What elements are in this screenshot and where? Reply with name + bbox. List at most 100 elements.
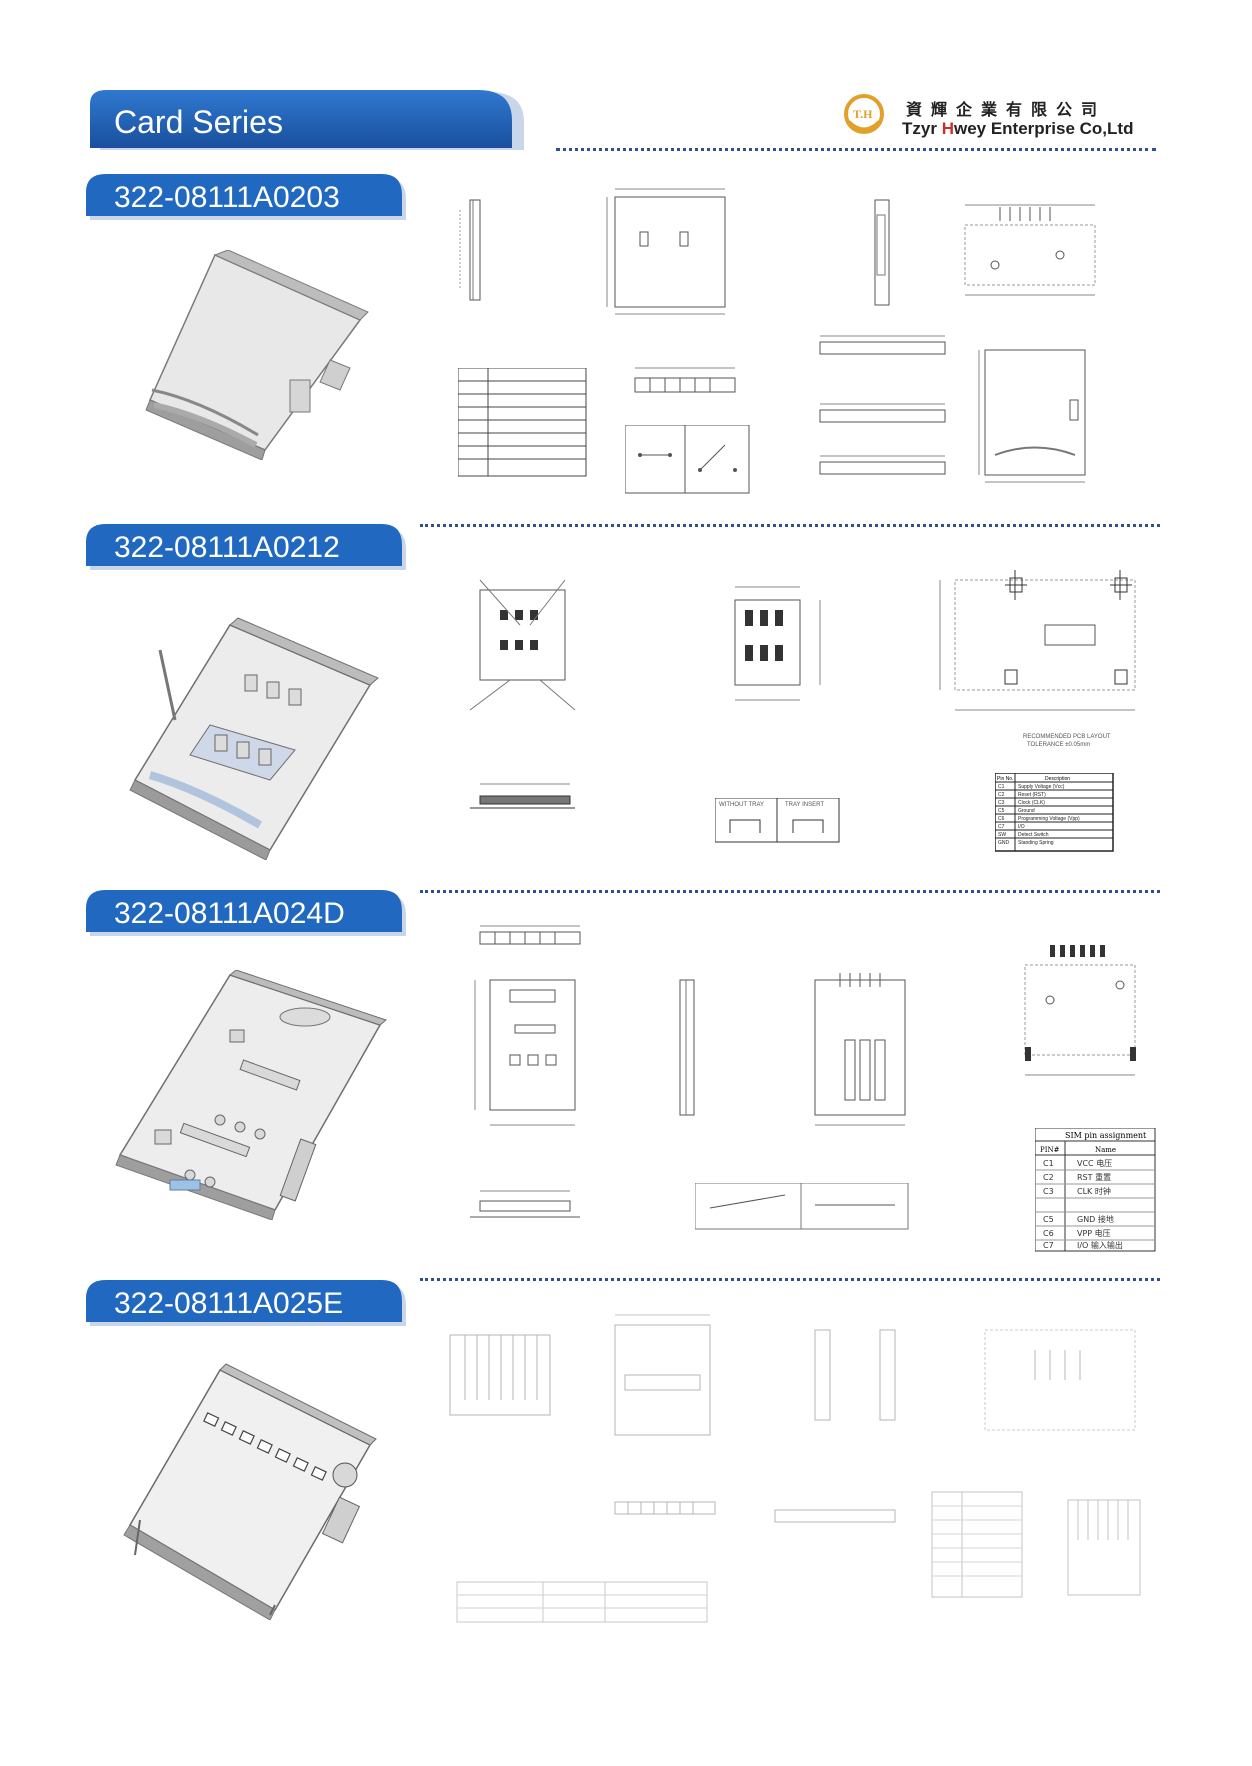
drawing-faint-side — [814, 1329, 896, 1421]
sim-cell: I/O 输入输出 — [1077, 1240, 1123, 1250]
pcb-layout-label: RECOMMENDED PCB LAYOUT — [1023, 734, 1111, 740]
sim-cell: C7 — [1043, 1241, 1054, 1250]
product-render-4 — [123, 1363, 377, 1620]
company-name-highlight: H — [941, 119, 954, 138]
part-number: 322-08111A0203 — [114, 181, 340, 214]
pin-cell: I/O — [1018, 824, 1025, 830]
pin-cell: SW — [998, 832, 1006, 838]
pin-table-header: Description — [1045, 776, 1070, 782]
pin-cell: GND — [998, 840, 1010, 846]
sim-cell: C1 — [1043, 1159, 1054, 1168]
logo-mark-icon: T.H — [844, 94, 884, 134]
drawing-switch-state — [695, 1183, 909, 1230]
drawing-faint-card — [1067, 1499, 1141, 1596]
sim-cell: C2 — [1043, 1173, 1054, 1182]
drawing-side-rail — [679, 979, 695, 1116]
drawing-faint-bottom-table — [456, 1581, 708, 1623]
drawing-top-strip — [479, 925, 581, 945]
pin-cell: C2 — [998, 792, 1005, 798]
section-divider — [420, 1278, 1160, 1281]
sim-table-header: PIN# — [1040, 1146, 1060, 1154]
pin-cell: C6 — [998, 816, 1005, 822]
pill-shape — [86, 890, 406, 936]
pin-cell: Ground — [1018, 808, 1035, 814]
pin-assignment-table: Pin No. Description C1 Supply Voltage (Vc… — [995, 773, 1114, 852]
svg-text:T.H: T.H — [853, 107, 873, 121]
sim-table-header: Name — [1095, 1146, 1116, 1154]
pin-cell: Reset (RST) — [1018, 792, 1046, 798]
drawing-contact-view — [469, 579, 576, 711]
pin-cell: C1 — [998, 784, 1005, 790]
sim-cell: GND 接地 — [1077, 1214, 1114, 1224]
drawing-side-view-2 — [470, 783, 575, 809]
section-3-pill: 322-08111A024D — [86, 890, 406, 936]
sim-cell: C3 — [1043, 1187, 1054, 1196]
pin-table-header: Pin No. — [997, 776, 1013, 782]
part-number: 322-08111A025E — [114, 1287, 344, 1320]
drawing-faint-pcb — [984, 1329, 1136, 1431]
pin-cell: C7 — [998, 824, 1005, 830]
page-title: Card Series — [114, 104, 283, 140]
drawing-faint-front — [449, 1334, 551, 1416]
pin-cell: Standing Spring — [1018, 840, 1054, 846]
tolerance-label: TOLERANCE ±0.05mm — [1027, 742, 1090, 748]
banner-shape — [90, 90, 524, 150]
title-banner: Card Series — [90, 90, 525, 150]
drawing-tray-view — [734, 586, 821, 701]
part-number: 322-08111A0212 — [114, 531, 340, 564]
drawing-faint-top — [614, 1314, 711, 1436]
company-logo: T.H 資輝企業有限公司 Tzyr Hwey Enterprise Co,Ltd — [840, 92, 1160, 144]
drawing-end-view — [874, 199, 890, 306]
drawing-card-inserted — [978, 349, 1086, 483]
sim-cell: VCC 电压 — [1077, 1158, 1112, 1168]
drawing-side-profiles — [819, 335, 946, 475]
tray-insert-label: TRAY INSERT — [785, 802, 824, 808]
drawing-faint-profile — [774, 1509, 896, 1523]
section-1-pill: 322-08111A0203 — [86, 174, 406, 220]
drawing-contact-layout — [814, 973, 906, 1126]
section-4-pill: 322-08111A025E — [86, 1280, 406, 1326]
company-name-prefix: Tzyr — [902, 119, 942, 138]
product-render-2 — [129, 617, 379, 860]
sim-cell: C6 — [1043, 1229, 1054, 1238]
pin-cell: C5 — [998, 808, 1005, 814]
sim-table-title: SIM pin assignment — [1065, 1131, 1147, 1140]
company-name-chinese: 資輝企業有限公司 — [906, 100, 1107, 119]
drawing-side-view-3 — [470, 1190, 580, 1218]
pin-cell: Supply Voltage (Vcc) — [1018, 784, 1065, 790]
sim-pin-assignment-table: SIM pin assignment PIN# Name C1 VCC 电压 C2… — [1035, 1128, 1156, 1252]
product-render-3 — [115, 970, 388, 1220]
section-divider — [420, 524, 1160, 527]
pin-cell: Clock (CLK) — [1018, 800, 1045, 806]
company-name-rest: wey Enterprise Co,Ltd — [953, 119, 1134, 138]
sim-cell: VPP 电压 — [1077, 1228, 1111, 1238]
without-tray-label: WITHOUT TRAY — [719, 802, 764, 808]
company-name-english: Tzyr Hwey Enterprise Co,Ltd — [902, 119, 1133, 139]
sim-cell: RST 重置 — [1077, 1172, 1111, 1182]
drawing-top-view — [606, 188, 726, 315]
part-number: 322-08111A024D — [114, 897, 345, 930]
section-divider — [420, 890, 1160, 893]
drawing-faint-table — [931, 1491, 1023, 1598]
sim-cell: CLK 时钟 — [1077, 1186, 1111, 1196]
pin-cell: Programming Voltage (Vpp) — [1018, 816, 1080, 822]
drawing-pcb-layout-3 — [1024, 945, 1136, 1076]
header-divider — [556, 148, 1156, 151]
drawing-switch-diagram — [625, 425, 750, 494]
drawing-pin-table — [458, 368, 587, 477]
sim-cell: C5 — [1043, 1215, 1054, 1224]
product-render-1 — [145, 250, 369, 460]
pill-shape — [86, 524, 406, 570]
drawing-side-view — [459, 199, 481, 301]
drawing-pcb-layout-2: RECOMMENDED PCB LAYOUT TOLERANCE ±0.05mm — [939, 570, 1136, 748]
drawing-front-view — [634, 367, 736, 393]
drawing-card-holder — [474, 979, 576, 1126]
drawing-tray-status: WITHOUT TRAY TRAY INSERT — [715, 798, 840, 843]
pin-cell: Detect Switch — [1018, 832, 1049, 838]
pill-shape — [86, 174, 406, 220]
pill-shape — [86, 1280, 406, 1326]
section-2-pill: 322-08111A0212 — [86, 524, 406, 570]
drawing-pcb-footprint — [964, 204, 1096, 296]
drawing-faint-strip — [614, 1501, 716, 1515]
pin-cell: C3 — [998, 800, 1005, 806]
